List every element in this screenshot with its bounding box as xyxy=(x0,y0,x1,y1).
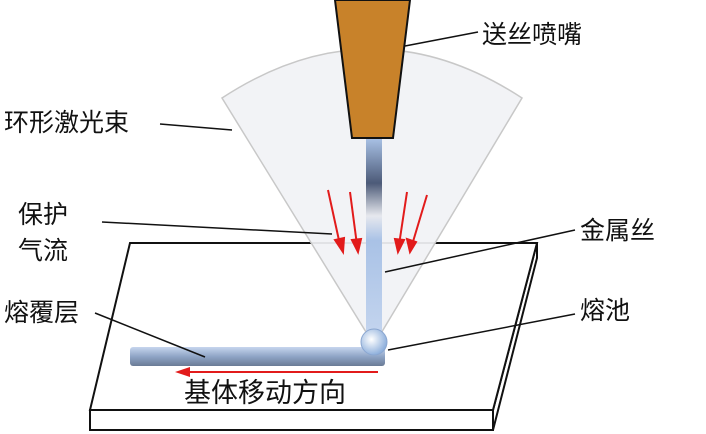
leader-lines xyxy=(94,31,576,358)
label-gas-line1: 保护 xyxy=(18,200,69,229)
gas-arrowhead xyxy=(350,237,363,255)
wire-feed-nozzle xyxy=(333,0,412,139)
metal-wire xyxy=(366,138,382,343)
label-nozzle: 送丝喷嘴 xyxy=(482,20,583,49)
gas-arrow xyxy=(349,191,358,246)
direction-arrowhead xyxy=(175,367,190,377)
leader-cladding xyxy=(94,312,206,358)
label-gas-line2: 气流 xyxy=(18,236,69,265)
leader-pool xyxy=(387,313,576,351)
substrate-front-face xyxy=(89,409,494,431)
gas-arrow xyxy=(411,194,428,246)
label-direction: 基体移动方向 xyxy=(184,378,346,409)
leader-gas xyxy=(101,221,333,235)
melt-pool xyxy=(360,328,388,356)
leader-wire xyxy=(384,229,576,273)
gas-arrowhead xyxy=(333,236,346,255)
gas-arrow xyxy=(398,191,408,246)
label-laser: 环形激光束 xyxy=(4,108,130,137)
cladding-layer xyxy=(130,347,385,366)
gas-arrowhead xyxy=(405,237,418,255)
label-cladding: 熔覆层 xyxy=(4,298,80,327)
leader-laser xyxy=(159,123,233,131)
gas-arrow xyxy=(327,189,341,246)
label-wire: 金属丝 xyxy=(580,216,656,245)
leader-nozzle xyxy=(404,31,479,47)
gas-arrowhead xyxy=(393,237,406,255)
label-pool: 熔池 xyxy=(580,296,631,325)
gas-arrows xyxy=(327,189,428,255)
